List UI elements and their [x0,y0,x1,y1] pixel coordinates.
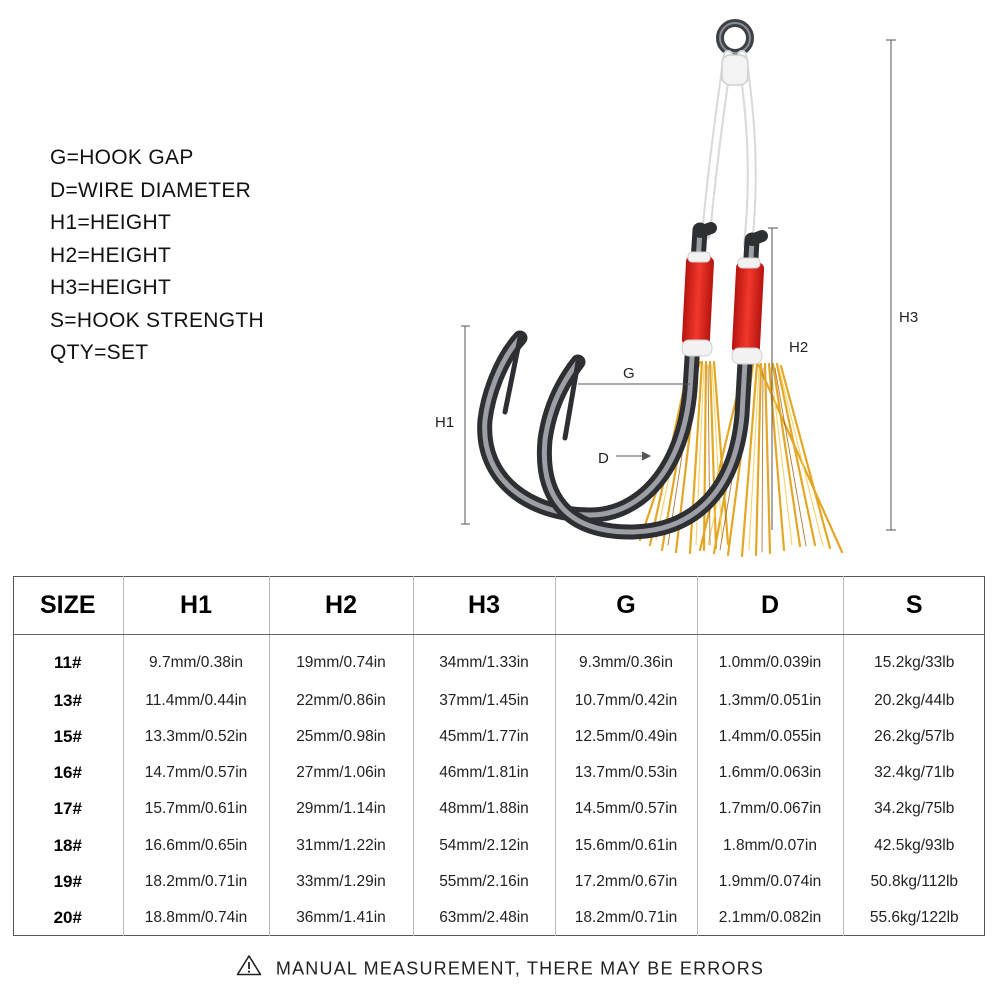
cell-h3: 37mm/1.45in [412,682,555,720]
cell-s: 50.8kg/112lb [842,863,985,900]
table-row: 16# 14.7mm/0.57in 27mm/1.06in 46mm/1.81i… [13,755,985,792]
legend-item: H1=HEIGHT [50,211,172,234]
cell-size: 17# [53,799,82,819]
hook-left [477,222,717,523]
disclaimer-text: MANUAL MEASUREMENT, THERE MAY BE ERRORS [275,958,765,979]
cell-h2: 25mm/0.98in [268,719,413,756]
legend-item: S=HOOK STRENGTH [50,308,264,332]
cell-s: 42.5kg/93lb [842,827,985,864]
header-h2: H2 [268,576,413,635]
cell-h1: 13.3mm/0.52in [122,719,269,756]
header-g: G [554,576,697,635]
legend-item: D=WIRE DIAMETER [50,178,252,202]
cell-h1: 15.7mm/0.61in [122,791,269,828]
cell-d: 1.7mm/0.067in [696,791,843,828]
legend-item: QTY=SET [50,341,149,364]
cell-g: 17.2mm/0.67in [554,863,697,900]
cell-size: 11# [54,653,82,673]
label-h1: H1 [435,414,454,431]
header-d: D [696,576,843,635]
cell-h2: 36mm/1.41in [268,899,413,936]
cell-size: 16# [53,763,82,783]
cell-h2: 31mm/1.22in [268,827,413,864]
table-row: 11# 9.7mm/0.38in 19mm/0.74in 34mm/1.33in… [13,634,985,683]
cell-s: 34.2kg/75lb [842,791,985,828]
cell-g: 13.7mm/0.53in [554,755,697,792]
cell-h3: 55mm/2.16in [412,863,555,900]
cell-size: 15# [53,727,82,747]
cell-h2: 22mm/0.86in [268,682,413,720]
table-row: 18# 16.6mm/0.65in 31mm/1.22in 54mm/2.12i… [13,827,985,864]
cell-h1: 14.7mm/0.57in [122,755,269,792]
cell-h3: 34mm/1.33in [412,634,555,683]
legend-item: G=HOOK GAP [50,146,194,169]
cell-s: 55.6kg/122lb [842,899,985,936]
dimension-lines [461,39,896,531]
cell-h1: 16.6mm/0.65in [122,827,269,864]
cell-s: 32.4kg/71lb [842,755,985,792]
cell-d: 1.6mm/0.063in [696,755,843,792]
cell-s: 20.2kg/44lb [842,682,985,720]
cell-d: 2.1mm/0.082in [696,899,843,936]
cell-size: 20# [53,907,82,927]
warning-triangle-icon [236,954,262,981]
cell-d: 1.4mm/0.055in [696,719,843,756]
cell-size: 13# [53,690,82,710]
table-row: 13# 11.4mm/0.44in 22mm/0.86in 37mm/1.45i… [13,682,985,720]
cell-g: 9.3mm/0.36in [554,634,697,683]
spec-table: SIZE H1 H2 H3 G D S 11# 9.7mm/0.38in 19m… [13,576,985,936]
cell-h2: 33mm/1.29in [268,863,413,900]
cell-size: 18# [53,835,82,855]
cell-g: 12.5mm/0.49in [554,719,697,756]
cell-d: 1.0mm/0.039in [696,634,843,683]
table-row: 17# 15.7mm/0.61in 29mm/1.14in 48mm/1.88i… [13,791,985,828]
disclaimer: MANUAL MEASUREMENT, THERE MAY BE ERRORS [0,954,1000,983]
cell-d: 1.9mm/0.074in [696,863,843,900]
table-header-row: SIZE H1 H2 H3 G D S [13,576,985,635]
cell-h3: 63mm/2.48in [412,899,555,936]
cell-h1: 18.8mm/0.74in [122,899,269,936]
assist-line [701,50,757,250]
legend-item: H3=HEIGHT [50,276,172,299]
header-h3: H3 [412,576,555,635]
cell-h1: 11.4mm/0.44in [122,682,269,720]
cell-h3: 45mm/1.77in [412,719,555,756]
cell-s: 26.2kg/57lb [842,719,985,756]
cell-g: 14.5mm/0.57in [554,791,697,828]
cell-h2: 29mm/1.14in [268,791,413,828]
cell-d: 1.8mm/0.07in [696,827,843,864]
header-size: SIZE [13,576,123,635]
cell-s: 15.2kg/33lb [842,634,985,683]
hook-right [536,230,768,540]
cell-g: 18.2mm/0.71in [554,899,697,936]
header-s: S [842,576,985,635]
table-row: 20# 18.8mm/0.74in 36mm/1.41in 63mm/2.48i… [13,899,985,936]
cell-h1: 9.7mm/0.38in [122,634,269,683]
cell-h3: 46mm/1.81in [412,755,555,792]
legend-item: H2=HEIGHT [50,243,172,267]
cell-h3: 48mm/1.88in [412,791,555,828]
cell-g: 10.7mm/0.42in [554,682,697,720]
header-h1: H1 [122,576,269,635]
cell-d: 1.3mm/0.051in [696,682,843,720]
cell-h2: 27mm/1.06in [268,755,413,792]
cell-size: 19# [53,871,82,891]
label-g: G [623,365,635,382]
table-row: 15# 13.3mm/0.52in 25mm/0.98in 45mm/1.77i… [13,719,985,756]
thread-wrap [681,251,765,365]
cell-g: 15.6mm/0.61in [554,827,697,864]
legend: G=HOOK GAP D=WIRE DIAMETER H1=HEIGHT H2=… [50,142,264,370]
label-h3: H3 [899,309,918,326]
cell-h3: 54mm/2.12in [412,827,555,864]
cell-h2: 19mm/0.74in [268,634,413,683]
table-row: 19# 18.2mm/0.71in 33mm/1.29in 55mm/2.16i… [13,863,985,900]
hook-illustration: H1 H2 H3 G D [435,19,918,558]
label-d: D [598,450,609,467]
label-h2: H2 [789,339,808,356]
cell-h1: 18.2mm/0.71in [122,863,269,900]
